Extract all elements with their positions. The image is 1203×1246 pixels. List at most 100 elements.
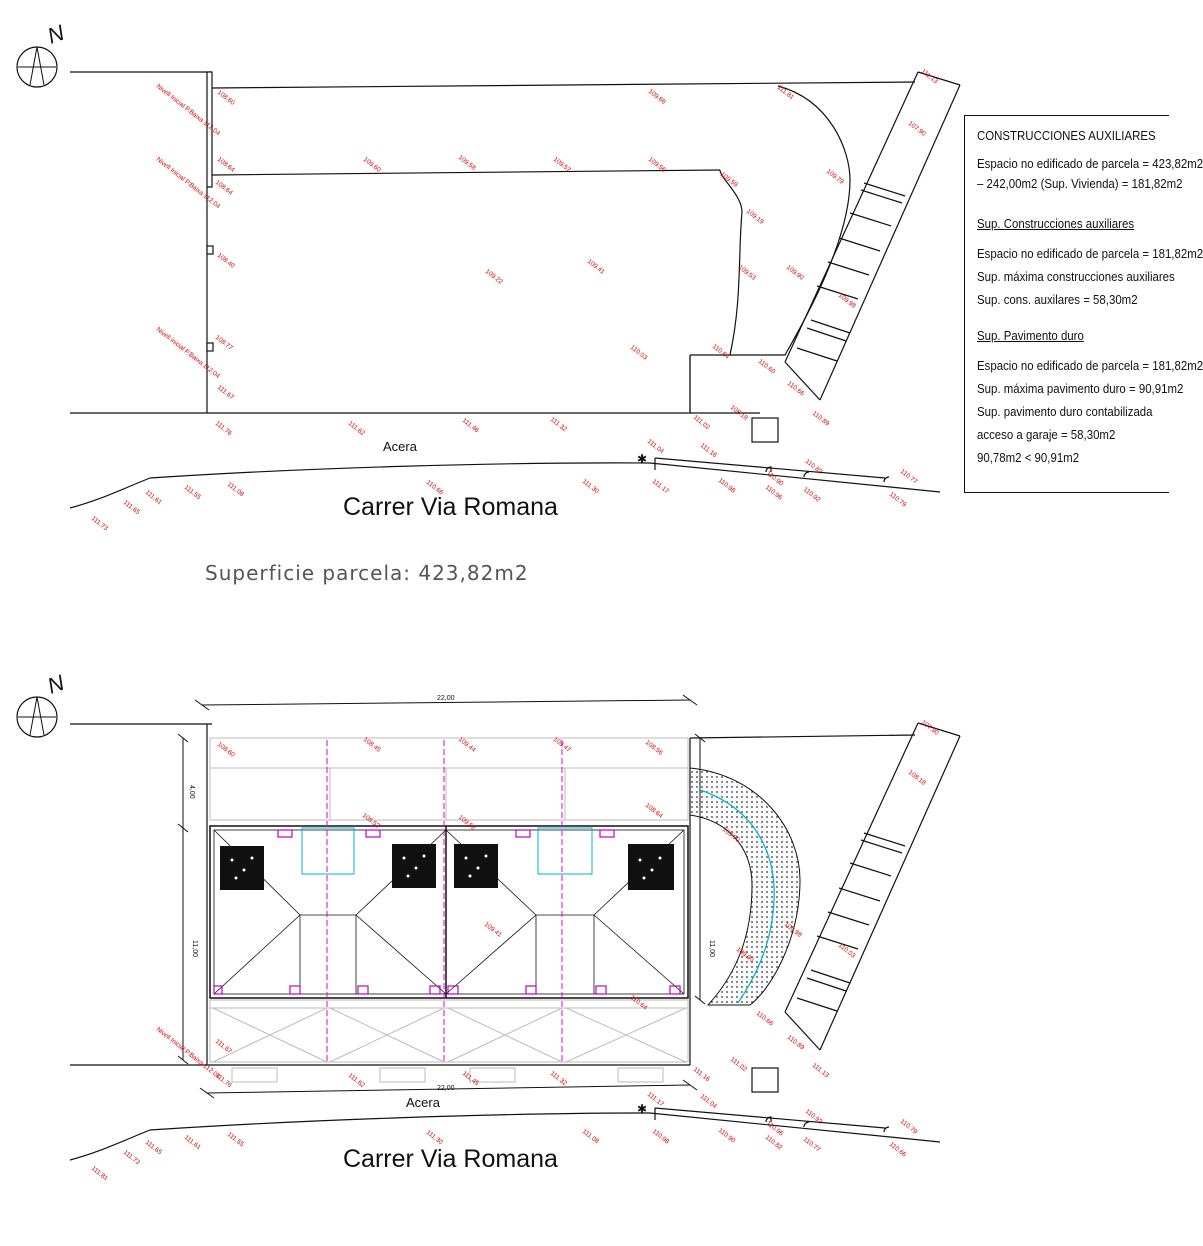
elevation-label: 111.30 bbox=[425, 1129, 445, 1146]
site-plan-drawing: N bbox=[16, 20, 961, 1182]
axis-lines bbox=[326, 740, 563, 1062]
elevation-label: 111.02 bbox=[729, 1056, 749, 1073]
elevation-label: 111.16 bbox=[699, 442, 719, 459]
elevation-label: 110.03 bbox=[837, 942, 857, 960]
elevation-label: 109.22 bbox=[484, 268, 504, 286]
dim-bottom: 22,00 bbox=[437, 1085, 455, 1092]
elevation-label: 110.60 bbox=[757, 358, 777, 376]
info-line: Espacio no edificado de parcela = 423,82… bbox=[977, 156, 1203, 171]
info-line: Sup. máxima pavimento duro = 90,91m2 bbox=[977, 381, 1184, 396]
elevation-label: 109.79 bbox=[825, 168, 845, 186]
elevation-label: 108.45 bbox=[362, 736, 382, 754]
parcel-surface-label: Superficie parcela: 423,82m2 bbox=[205, 561, 529, 585]
elevation-label: 109.98 bbox=[837, 292, 857, 310]
elevation-label: 111.32 bbox=[549, 1070, 569, 1087]
elevation-label: 111.61 bbox=[183, 1134, 203, 1151]
level-note: Nivell inicial P.Baixa 112.04 bbox=[155, 326, 221, 380]
elevation-label: 111.02 bbox=[692, 414, 712, 431]
info-heading: Sup. Construcciones auxiliares bbox=[977, 216, 1135, 231]
elevation-label: 108.64 bbox=[216, 156, 236, 174]
elevation-label: 110.90 bbox=[717, 1127, 737, 1145]
elevation-label: 111.55 bbox=[183, 484, 203, 501]
elevation-label: 109.41 bbox=[586, 258, 606, 276]
elevation-label: 110.92 bbox=[802, 486, 822, 504]
elevation-label: 109.53 bbox=[737, 264, 757, 282]
info-line: Sup. cons. auxilares = 58,30m2 bbox=[977, 292, 1138, 307]
info-panel: CONSTRUCCIONES AUXILIARES Espacio no edi… bbox=[964, 115, 1203, 493]
street-curbs-bottom bbox=[69, 1067, 941, 1161]
elevation-label: 108.77 bbox=[214, 334, 234, 352]
elevation-label: 110.98 bbox=[717, 477, 737, 495]
info-title: CONSTRUCCIONES AUXILIARES bbox=[977, 128, 1156, 143]
elevation-label: 108.52 bbox=[361, 812, 381, 830]
elevation-label: 111.08 bbox=[226, 481, 246, 498]
elevation-label: 110.77 bbox=[899, 468, 919, 486]
info-line: – 242,00m2 (Sup. Vivienda) = 181,82m2 bbox=[977, 176, 1183, 191]
elevation-label: 110.66 bbox=[755, 1010, 775, 1028]
skylight-dots bbox=[230, 854, 662, 880]
elevation-label: 110.64 bbox=[629, 994, 649, 1012]
elevation-label: 111.13 bbox=[811, 1062, 831, 1079]
elevation-label: 110.66 bbox=[786, 380, 806, 398]
level-note-bottom: Nivell Inicial P.Baixa 112.04 bbox=[155, 1026, 222, 1080]
street-name-bottom: Carrer Via Romana bbox=[343, 1145, 558, 1173]
elevation-label: 108.60 bbox=[216, 741, 236, 759]
elevation-label: 107.90 bbox=[920, 719, 940, 737]
elevation-label: 110.89 bbox=[811, 410, 831, 428]
elevation-label: 109.52 bbox=[457, 814, 477, 832]
elevation-label: 109.44 bbox=[457, 736, 477, 754]
sidewalk-label-top: Acera bbox=[383, 439, 418, 454]
elevation-label: 111.04 bbox=[699, 1093, 719, 1110]
elevation-label: 110.64 bbox=[711, 343, 731, 361]
dim-top: 22,00 bbox=[437, 695, 455, 702]
rear-terrace bbox=[209, 999, 689, 1083]
elevation-label: 111.16 bbox=[692, 1066, 712, 1083]
elevation-label: 111.81 bbox=[776, 84, 796, 101]
skylights bbox=[220, 844, 674, 890]
elevation-label: 111.30 bbox=[581, 478, 601, 495]
elevations-top: 108.60108.64108.64108.40108.77111.67111.… bbox=[90, 68, 940, 532]
sidewalk-label-bottom: Acera bbox=[406, 1095, 441, 1110]
elevation-label: 110.98 bbox=[651, 1128, 671, 1146]
dim-left-upper: 4,00 bbox=[188, 785, 195, 799]
elevation-label: 110.66 bbox=[888, 1141, 908, 1159]
elevation-label: 111.76 bbox=[214, 420, 234, 437]
elevation-label: 108.64 bbox=[644, 802, 664, 820]
elevation-label: 111.08 bbox=[581, 1128, 601, 1145]
level-notes-top: Nivell Inicial P.Baixa 112.04 Nivell Ini… bbox=[155, 83, 222, 380]
north-compass-top: N bbox=[16, 20, 68, 88]
info-line: Espacio no edificado de parcela = 181,82… bbox=[977, 358, 1203, 373]
elevation-label: 111.04 bbox=[646, 438, 666, 455]
elevation-label: 111.62 bbox=[347, 420, 367, 437]
elevation-label: 111.73 bbox=[122, 1149, 142, 1166]
ramp-centerline bbox=[699, 789, 775, 1004]
north-label: N bbox=[44, 670, 68, 699]
elevation-label: 111.67 bbox=[216, 384, 236, 401]
elevation-label: 108.18 bbox=[907, 769, 927, 787]
tree-symbol-bottom: ✱ bbox=[637, 1102, 647, 1116]
info-heading: Sup. Pavimento duro bbox=[977, 328, 1084, 343]
elevation-label: 111.67 bbox=[214, 1038, 234, 1055]
elevation-label: 111.65 bbox=[122, 499, 142, 516]
elevation-label: 108.40 bbox=[216, 252, 236, 270]
front-yard bbox=[209, 737, 689, 821]
drain-boxes bbox=[213, 829, 681, 995]
elevation-label: 110.79 bbox=[888, 491, 908, 509]
info-line: 90,78m2 < 90,91m2 bbox=[977, 450, 1080, 465]
stair-ramp-top bbox=[784, 71, 961, 401]
elevation-label: 111.46 bbox=[461, 417, 481, 434]
elevation-label: 111.55 bbox=[226, 1131, 246, 1148]
stair-ramp-bottom bbox=[784, 722, 961, 1051]
elevation-label: 111.61 bbox=[144, 489, 164, 506]
north-compass-bottom: N bbox=[16, 670, 68, 738]
tree-symbol-top: ✱ bbox=[637, 452, 647, 466]
elevation-label: 111.17 bbox=[651, 478, 671, 495]
elevation-label: 108.64 bbox=[214, 179, 234, 197]
elevation-label: 110.03 bbox=[629, 344, 649, 362]
dimension-lines bbox=[177, 694, 706, 1099]
elevation-label: 110.79 bbox=[899, 1118, 919, 1136]
elevation-label: 111.32 bbox=[549, 416, 569, 433]
info-line: Sup. máxima construcciones auxiliares bbox=[977, 269, 1175, 284]
elevation-label: 111.62 bbox=[347, 1072, 367, 1089]
elevation-label: 109.58 bbox=[457, 154, 477, 172]
